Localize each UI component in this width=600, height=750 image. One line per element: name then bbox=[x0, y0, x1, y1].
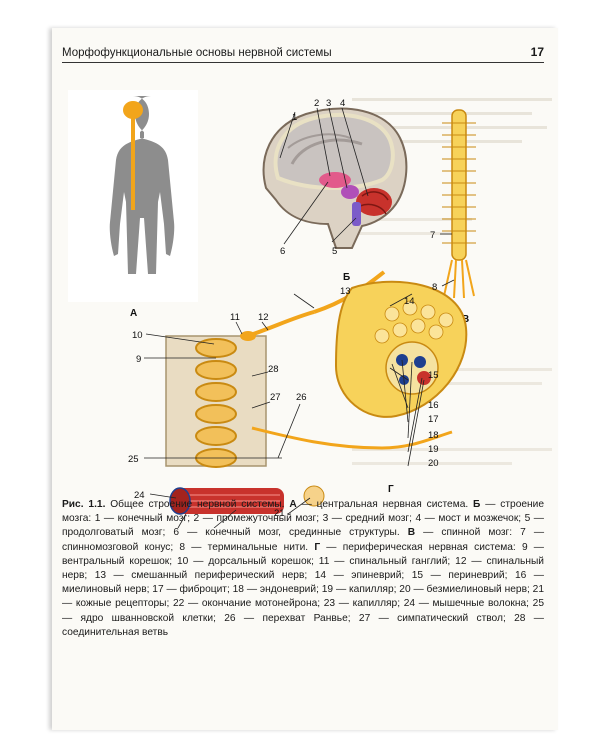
caption-label: Рис. 1.1. bbox=[62, 499, 106, 510]
running-header: Морфофункциональные основы нервной систе… bbox=[62, 43, 544, 59]
label-16: 16 bbox=[428, 400, 439, 411]
caption-panel-g-text: — периферическая нервная система: 9 — ве… bbox=[62, 541, 544, 638]
caption-title: Общее строение нервной системы. bbox=[105, 499, 285, 510]
caption-panel-a: А bbox=[284, 499, 297, 510]
receptor-icon bbox=[303, 485, 325, 507]
label-1: 1 bbox=[292, 112, 297, 123]
label-20: 20 bbox=[428, 458, 439, 469]
panel-a-cns: А bbox=[68, 90, 198, 319]
caption-panel-v-text: — спинной мозг: 7 — спинномозговой конус… bbox=[62, 527, 545, 553]
label-13: 13 bbox=[340, 286, 351, 297]
book-page: Морфофункциональные основы нервной систе… bbox=[52, 28, 558, 730]
figure-illustration: А Б bbox=[68, 90, 552, 528]
label-14: 14 bbox=[404, 296, 415, 307]
figure-nervous-system: А Б bbox=[52, 68, 558, 528]
header-rule bbox=[62, 62, 544, 63]
human-body-silhouette bbox=[109, 96, 175, 274]
caption-panel-b-text: — строение мозга: 1 — конечный мозг; 2 —… bbox=[62, 499, 545, 539]
label-4: 4 bbox=[340, 98, 345, 109]
label-24: 24 bbox=[134, 490, 145, 501]
panel-label-b: Б bbox=[343, 272, 350, 283]
panel-label-v: В bbox=[462, 314, 469, 325]
label-15: 15 bbox=[428, 370, 439, 381]
label-28: 28 bbox=[268, 364, 279, 375]
label-6: 6 bbox=[280, 246, 285, 257]
spinal-ganglion-icon bbox=[240, 331, 256, 341]
nerve-fiber-icon bbox=[251, 426, 453, 450]
label-18: 18 bbox=[428, 430, 439, 441]
figure-callouts bbox=[144, 107, 455, 528]
running-title: Морфофункциональные основы нервной систе… bbox=[62, 47, 332, 59]
label-11: 11 bbox=[230, 312, 240, 323]
caption-panel-g: Г bbox=[308, 541, 321, 553]
label-8: 8 bbox=[432, 282, 437, 293]
panel-label-g: Г bbox=[388, 484, 394, 495]
label-7: 7 bbox=[430, 230, 435, 241]
label-25: 25 bbox=[128, 454, 139, 465]
spinal-column-icon bbox=[451, 109, 467, 261]
label-17: 17 bbox=[428, 414, 439, 425]
panel-v-spinal-cord: В bbox=[442, 109, 476, 325]
label-19: 19 bbox=[428, 444, 439, 455]
caption-panel-b: Б bbox=[468, 499, 481, 510]
label-27: 27 bbox=[270, 392, 281, 403]
midbrain-icon bbox=[341, 185, 359, 199]
label-21: 21 bbox=[274, 508, 285, 519]
panel-label-a: А bbox=[130, 308, 137, 319]
caption-panel-a-text: — центральная нервная система. bbox=[296, 499, 469, 510]
panel-b-brain: Б bbox=[262, 107, 408, 283]
label-26: 26 bbox=[296, 392, 307, 403]
label-2: 2 bbox=[314, 98, 319, 109]
label-12: 12 bbox=[258, 312, 269, 323]
label-3: 3 bbox=[326, 98, 331, 109]
brain-icon bbox=[123, 101, 143, 119]
label-9: 9 bbox=[136, 354, 141, 365]
figure-labels: 1 2 3 4 5 6 7 8 9 10 11 12 13 14 15 16 1… bbox=[128, 98, 439, 519]
medulla-icon bbox=[352, 202, 361, 226]
spinal-cord-icon bbox=[131, 118, 135, 210]
muscle-fibers-icon bbox=[169, 487, 284, 515]
figure-caption: Рис. 1.1. Общее строение нервной системы… bbox=[62, 498, 544, 640]
label-5: 5 bbox=[332, 246, 337, 257]
label-10: 10 bbox=[132, 330, 143, 341]
nerve-cross-section-icon bbox=[334, 280, 468, 418]
caption-panel-v: В bbox=[399, 527, 416, 539]
page-number: 17 bbox=[530, 45, 544, 59]
cauda-equina-icon bbox=[443, 259, 475, 299]
